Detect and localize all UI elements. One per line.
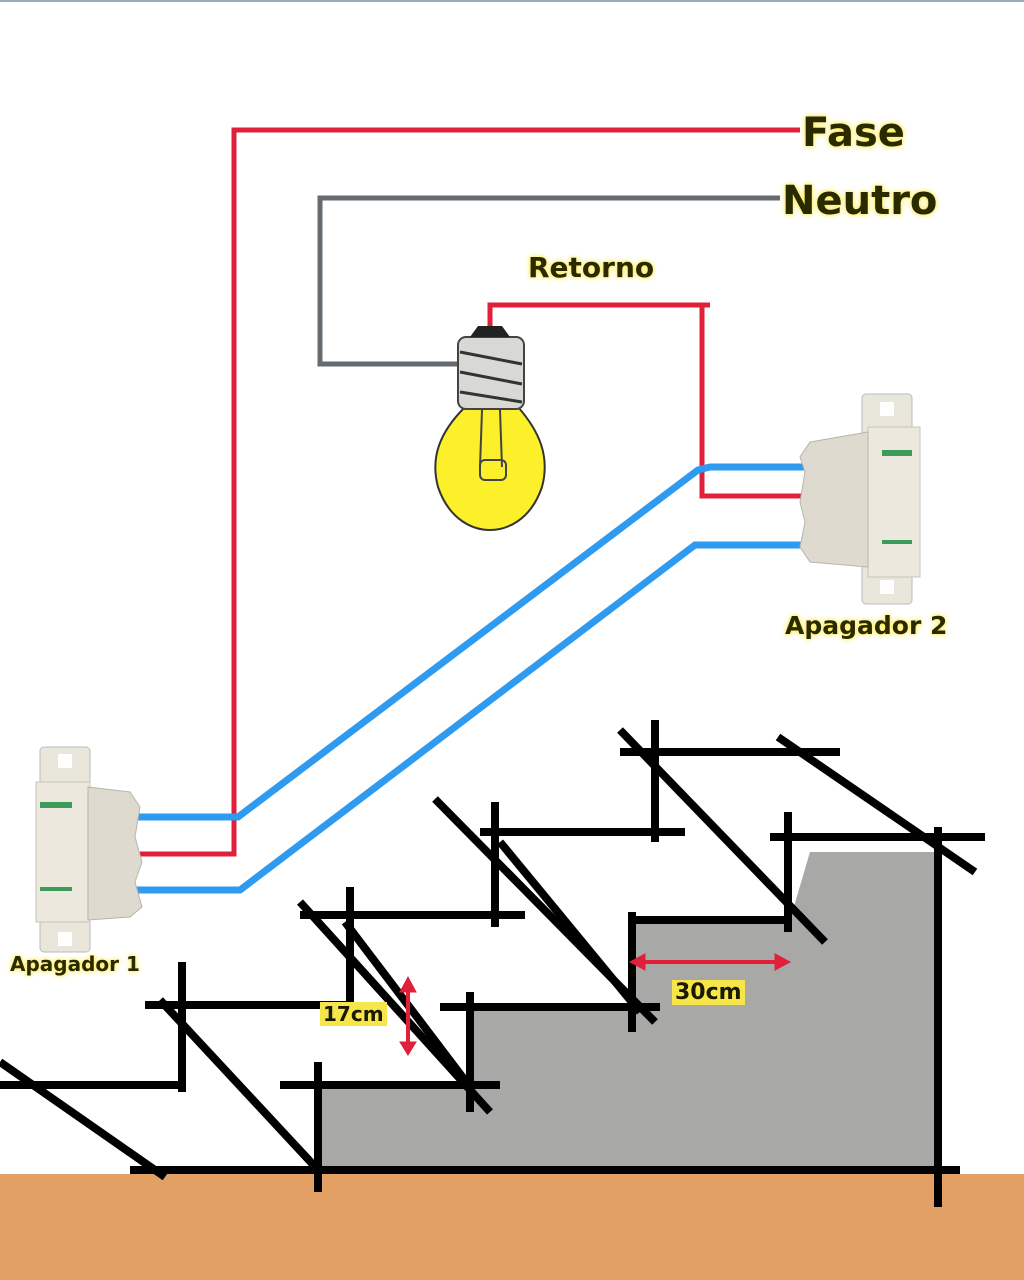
switch-1-label: Apagador 1 <box>10 952 140 976</box>
height-arrow <box>399 975 417 1056</box>
wooden-floor <box>0 1174 1024 1280</box>
light-bulb-icon <box>434 326 546 532</box>
phase-wire <box>140 127 800 857</box>
return-label: Retorno <box>528 251 655 284</box>
phase-label: Fase <box>802 110 905 156</box>
traveler-wire-1 <box>135 463 805 821</box>
riser-height-measure: 17cm <box>320 1002 387 1026</box>
return-wire-b <box>699 305 805 499</box>
return-wire <box>487 302 710 332</box>
neutral-label: Neutro <box>782 178 938 224</box>
traveler-wire-2 <box>135 541 805 894</box>
switch-2-icon <box>799 393 921 605</box>
switch-2-label: Apagador 2 <box>785 611 948 640</box>
neutral-wire <box>317 195 780 367</box>
switch-1-icon <box>35 746 143 953</box>
depth-arrow <box>628 953 792 971</box>
tread-depth-measure: 30cm <box>672 980 745 1005</box>
